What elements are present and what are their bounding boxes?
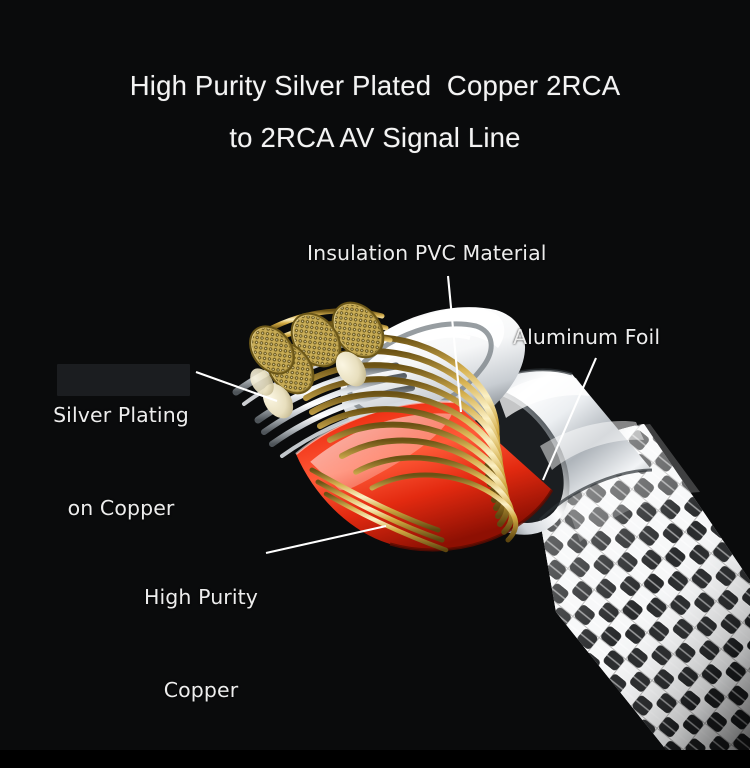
callout-label-silver-plating: Silver Plating on Copper xyxy=(41,338,201,586)
callout-label-silver-plating-line1: Silver Plating xyxy=(53,403,189,427)
callout-label-high-purity-copper-line1: High Purity xyxy=(143,585,259,609)
watermark-box xyxy=(57,364,190,396)
callout-label-high-purity-copper-line2: Copper xyxy=(163,678,239,702)
callout-label-aluminum-foil: Aluminum Foil xyxy=(513,325,661,349)
callout-label-high-purity-copper: High Purity Copper xyxy=(139,520,263,768)
infographic-canvas: High Purity Silver Plated Copper 2RCA to… xyxy=(41,70,750,750)
callout-label-insulation: Insulation PVC Material xyxy=(307,241,547,265)
callout-label-silver-plating-line2: on Copper xyxy=(67,496,175,520)
wire-bundle-cross-section xyxy=(249,301,385,419)
